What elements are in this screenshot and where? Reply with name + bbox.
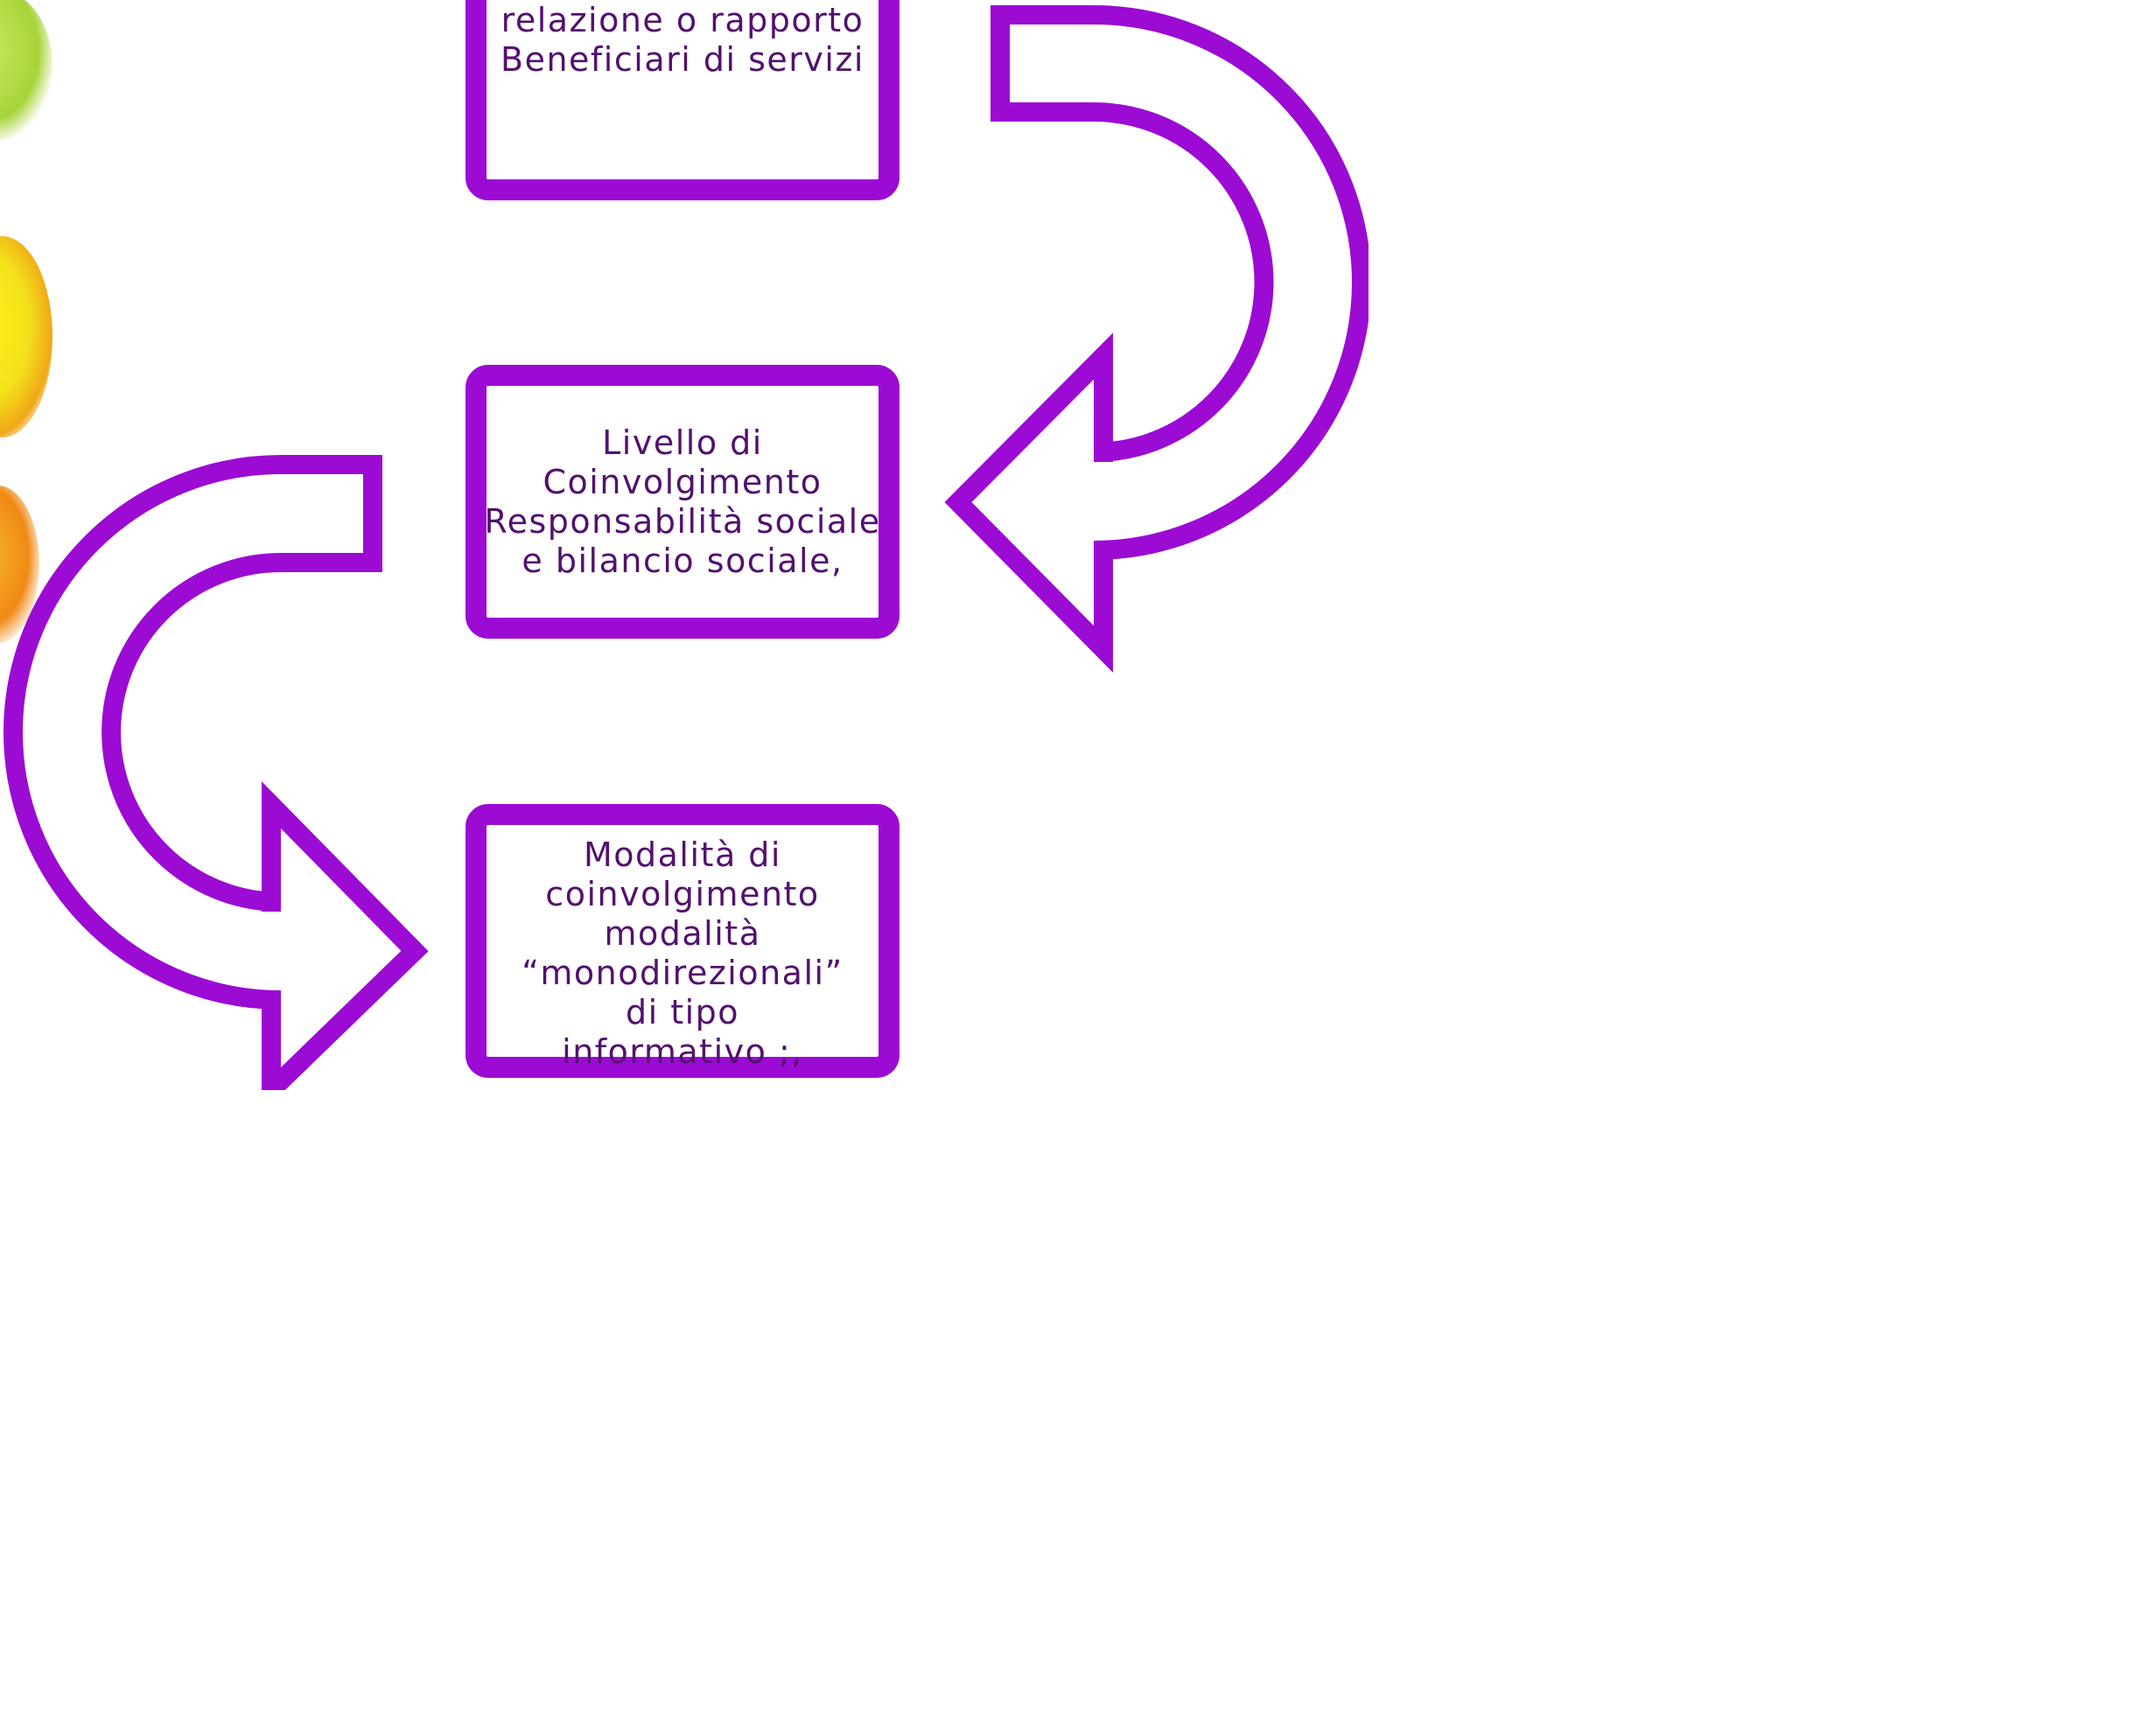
middle-step-line-1: Livello di	[602, 423, 763, 462]
bottom-step-line-4: “monodirezionali”	[522, 954, 844, 992]
middle-step-box: Livello di Coinvolgimento Responsabilità…	[466, 365, 900, 639]
top-step-text: coinvolgimento relazione o rapporto Bene…	[500, 0, 864, 80]
top-step-line-3: Beneficiari di servizi	[500, 40, 864, 79]
bottom-step-text: Modalità di coinvolgimento modalità “mon…	[522, 836, 844, 1072]
bottom-step-line-6: informativo ;,	[562, 1032, 803, 1071]
middle-step-line-4: e bilancio sociale,	[522, 541, 844, 580]
middle-step-text: Livello di Coinvolgimento Responsabilità…	[484, 423, 880, 581]
top-step-line-2: relazione o rapporto	[500, 1, 864, 39]
bottom-step-box: Modalità di coinvolgimento modalità “mon…	[466, 804, 900, 1078]
curved-arrow-right-side	[944, 4, 1368, 673]
curved-arrow-left-side	[4, 455, 429, 1090]
middle-step-line-3: Responsabilità sociale	[484, 501, 881, 541]
middle-step-line-2: Coinvolgimento	[542, 462, 822, 501]
top-step-box: coinvolgimento relazione o rapporto Bene…	[466, 0, 900, 200]
bottom-step-line-5: di tipo	[625, 993, 740, 1031]
arrows-layer	[4, 4, 1368, 1090]
bottom-step-line-3: modalità	[604, 914, 761, 953]
bottom-step-line-1: Modalità di	[583, 836, 781, 874]
bottom-step-line-2: coinvolgimento	[545, 875, 820, 913]
flow-diagram: coinvolgimento relazione o rapporto Bene…	[0, 0, 1368, 1090]
